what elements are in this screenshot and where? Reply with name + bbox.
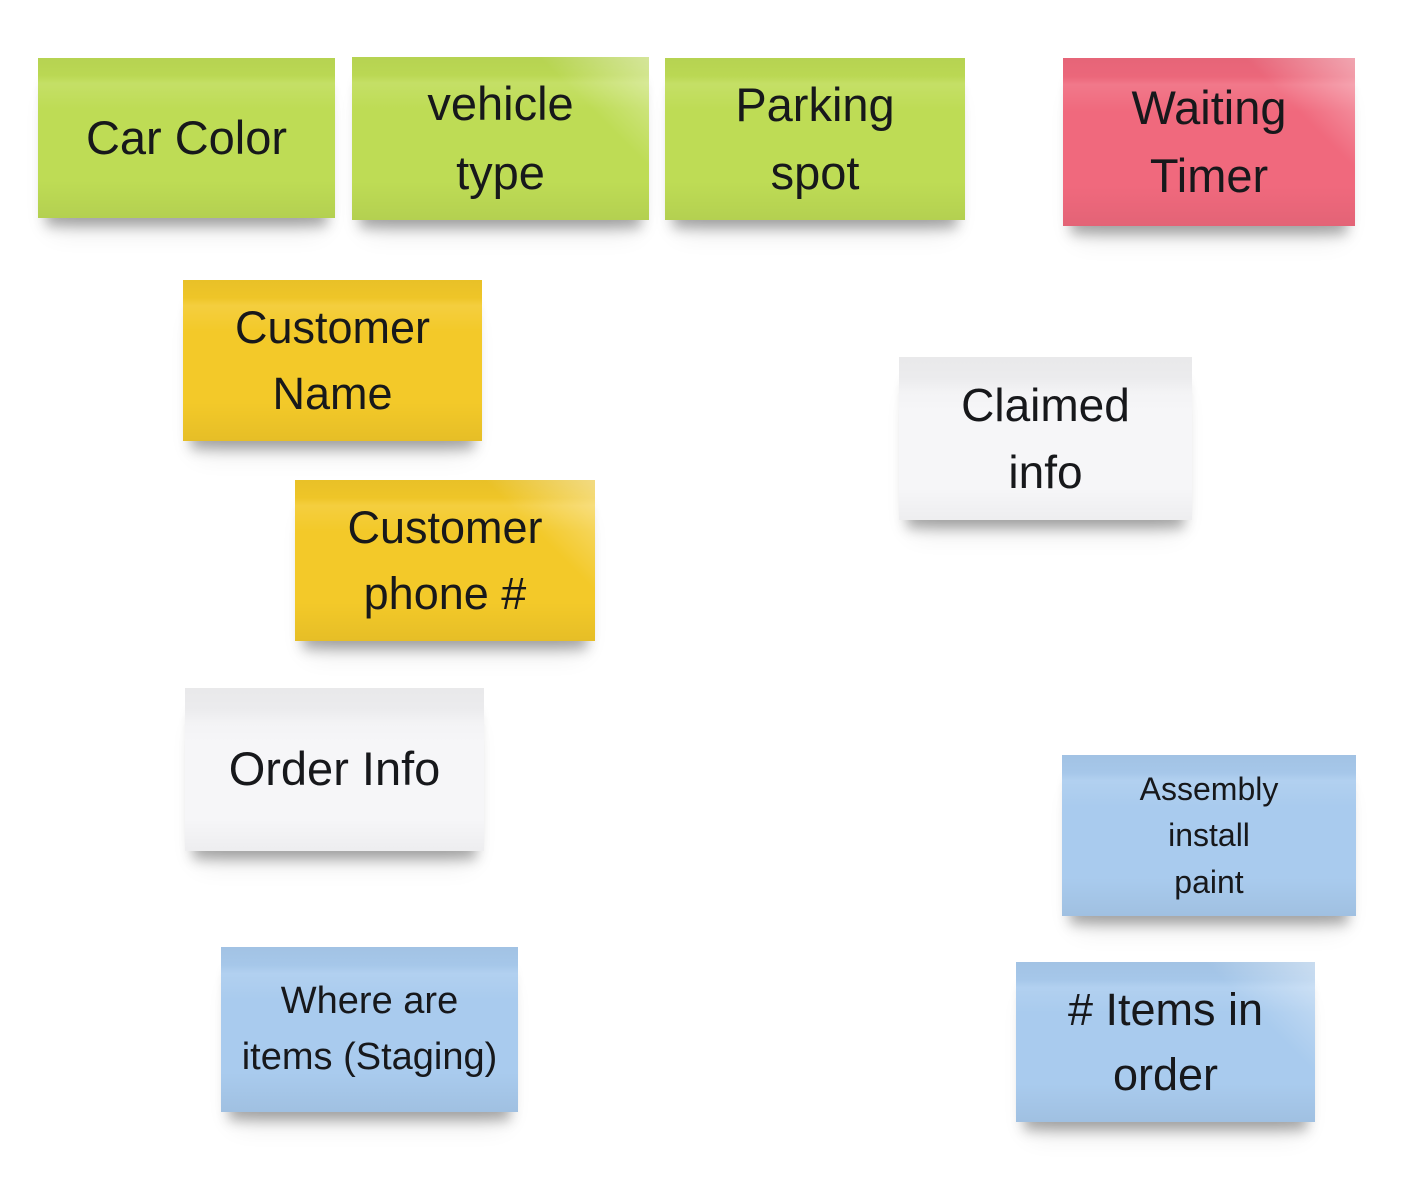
sticky-note-vehicle-type[interactable]: vehicle type: [352, 57, 649, 220]
note-text-line: info: [1008, 445, 1083, 498]
note-text-line: items (Staging): [241, 1035, 498, 1078]
note-text-line: spot: [770, 146, 860, 199]
note-text-line: paint: [1174, 863, 1244, 900]
note-text-line: order: [1112, 1049, 1219, 1100]
note-text-line: Timer: [1149, 149, 1269, 202]
note-text-line: vehicle: [427, 77, 574, 131]
note-text-line: Waiting: [1131, 80, 1287, 134]
sticky-note-order-info[interactable]: Order Info: [185, 688, 484, 851]
note-text-line: Name: [272, 367, 393, 419]
sticky-note-claimed-info[interactable]: Claimed info: [899, 357, 1192, 520]
note-text-line: Claimed: [961, 378, 1130, 431]
note-text-line: Where are: [280, 980, 459, 1023]
note-text-line: # Items in: [1067, 983, 1264, 1035]
sticky-note-parking-spot[interactable]: Parking spot: [665, 58, 965, 220]
note-text-line: Order Info: [228, 742, 441, 796]
sticky-note-customer-phone[interactable]: Customer phone #: [295, 480, 595, 641]
note-text-line: type: [456, 145, 545, 199]
note-text-line: Customer: [347, 502, 543, 554]
note-text-line: Parking: [735, 77, 895, 131]
note-text-line: phone #: [363, 567, 527, 619]
note-text-line: Customer: [234, 302, 431, 354]
note-text-line: Assembly: [1139, 770, 1279, 807]
sticky-note-where-are-items[interactable]: Where are items (Staging): [221, 947, 518, 1112]
sticky-note-assembly-install-paint[interactable]: Assembly install paint: [1062, 755, 1356, 916]
sticky-note-items-in-order[interactable]: # Items in order: [1016, 962, 1315, 1122]
note-text-line: install: [1168, 817, 1250, 854]
note-text-line: Car Color: [85, 110, 288, 164]
sticky-note-car-color[interactable]: Car Color: [38, 58, 335, 218]
